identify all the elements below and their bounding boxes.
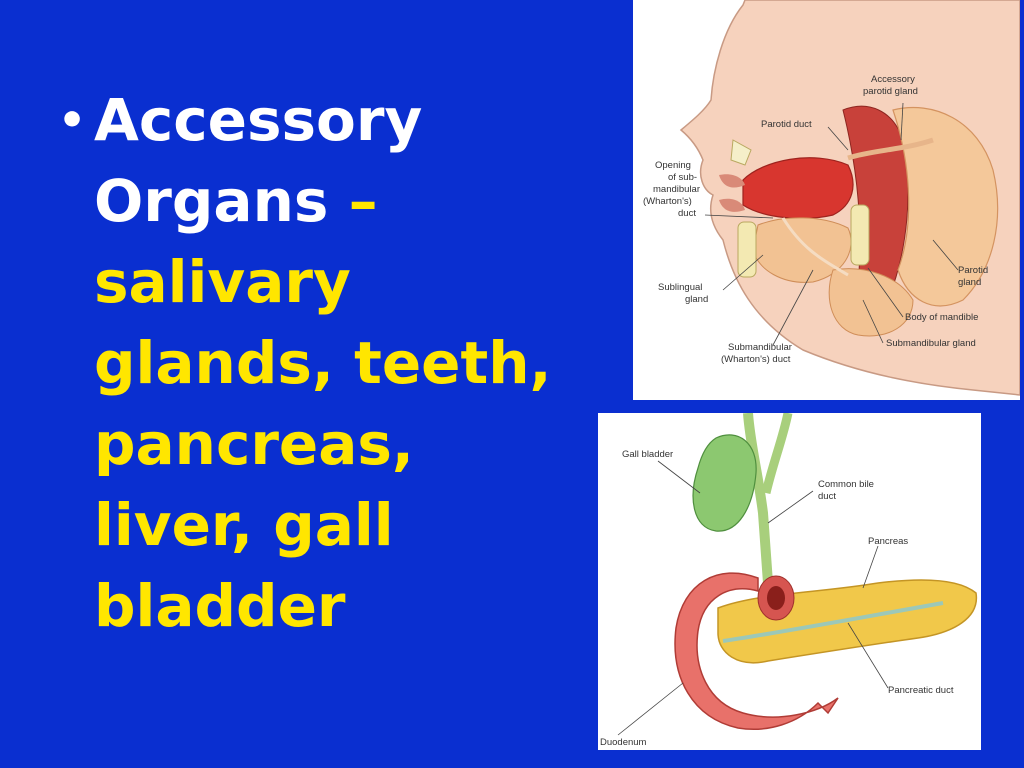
item-salivary: salivary xyxy=(94,248,351,316)
label-parotid-2: gland xyxy=(958,277,981,288)
mandible-right-shape xyxy=(850,204,870,266)
label-parotid-duct: Parotid duct xyxy=(761,119,812,130)
label-duodenum: Duodenum xyxy=(600,737,647,748)
leader-body-mandible xyxy=(867,267,904,318)
leader-parotid-gland xyxy=(932,239,959,271)
upper-lip-shape xyxy=(719,174,745,188)
submandibular-duct-shape xyxy=(781,217,849,277)
label-pancreatic-duct: Pancreatic duct xyxy=(888,685,954,696)
item-glands-teeth: glands, teeth, xyxy=(94,329,552,397)
leader-opening-duct xyxy=(704,214,774,219)
parotid-duct-shape xyxy=(847,137,934,161)
pancreatic-duct-shape xyxy=(722,601,944,643)
label-common-bile-1: Common bile xyxy=(818,479,874,490)
leader-pancreas xyxy=(862,545,879,589)
dash: – xyxy=(328,167,378,235)
item-bladder: bladder xyxy=(94,572,346,640)
heading-accessory: Accessory xyxy=(94,86,423,154)
label-gall-bladder: Gall bladder xyxy=(622,449,673,460)
duodenum-lumen-shape xyxy=(767,586,785,610)
sublingual-gland-shape xyxy=(752,217,852,283)
pancreas-illustration: Gall bladder Common bile duct Pancreas P… xyxy=(600,413,978,748)
heading-organs: Organs xyxy=(94,167,329,235)
pancreas-gallbladder-figure: Gall bladder Common bile duct Pancreas P… xyxy=(598,413,981,750)
leader-common-bile xyxy=(767,490,814,524)
leader-pancreatic-duct xyxy=(847,622,889,689)
heading-organs-line: Organs – xyxy=(58,161,618,242)
parotid-gland-shape xyxy=(892,106,999,307)
label-opening-1: Opening xyxy=(655,160,691,171)
bullet-marker: • xyxy=(58,95,87,146)
tongue-shape xyxy=(742,157,854,219)
label-sublingual-2: gland xyxy=(685,294,708,305)
leader-parotid-duct xyxy=(827,126,849,151)
label-opening-2: of sub- xyxy=(668,172,697,183)
leader-gall-bladder xyxy=(657,460,701,494)
duodenum-shape xyxy=(674,572,839,730)
lower-lip-shape xyxy=(719,198,745,212)
item-liver-gall: liver, gall xyxy=(94,491,394,559)
leader-submandibular-duct xyxy=(772,269,814,346)
label-submandibular-duct-2: (Wharton's) duct xyxy=(721,354,791,365)
label-submandibular-duct-1: Submandibular xyxy=(728,342,792,353)
label-common-bile-2: duct xyxy=(818,491,836,502)
label-parotid-1: Parotid xyxy=(958,265,988,276)
label-pancreas: Pancreas xyxy=(868,536,908,547)
label-body-mandible: Body of mandible xyxy=(905,312,978,323)
leader-duodenum xyxy=(617,682,684,736)
gall-bladder-shape xyxy=(692,434,757,532)
label-opening-5: duct xyxy=(678,208,696,219)
salivary-glands-figure: Accessory parotid gland Parotid duct Ope… xyxy=(633,0,1020,400)
leader-submandibular-gland xyxy=(862,299,884,344)
salivary-glands-illustration: Accessory parotid gland Parotid duct Ope… xyxy=(643,0,1020,396)
submandibular-gland-shape xyxy=(828,268,914,337)
leader-sublingual xyxy=(722,254,764,291)
hepatic-duct-shape xyxy=(761,413,793,495)
item-pancreas: pancreas, xyxy=(94,410,414,478)
label-opening-3: mandibular xyxy=(653,184,700,195)
tooth-shape xyxy=(730,139,752,166)
label-submandibular-gland: Submandibular gland xyxy=(886,338,976,349)
label-sublingual-1: Sublingual xyxy=(658,282,702,293)
label-opening-4: (Wharton's) xyxy=(643,196,692,207)
leader-accessory-parotid xyxy=(900,102,904,141)
label-accessory-parotid-2: parotid gland xyxy=(863,86,918,97)
mandible-left-shape xyxy=(737,221,757,278)
label-accessory-parotid-1: Accessory xyxy=(871,74,915,85)
bullet-text-block: • Accessory Organs – salivary glands, te… xyxy=(58,80,618,647)
